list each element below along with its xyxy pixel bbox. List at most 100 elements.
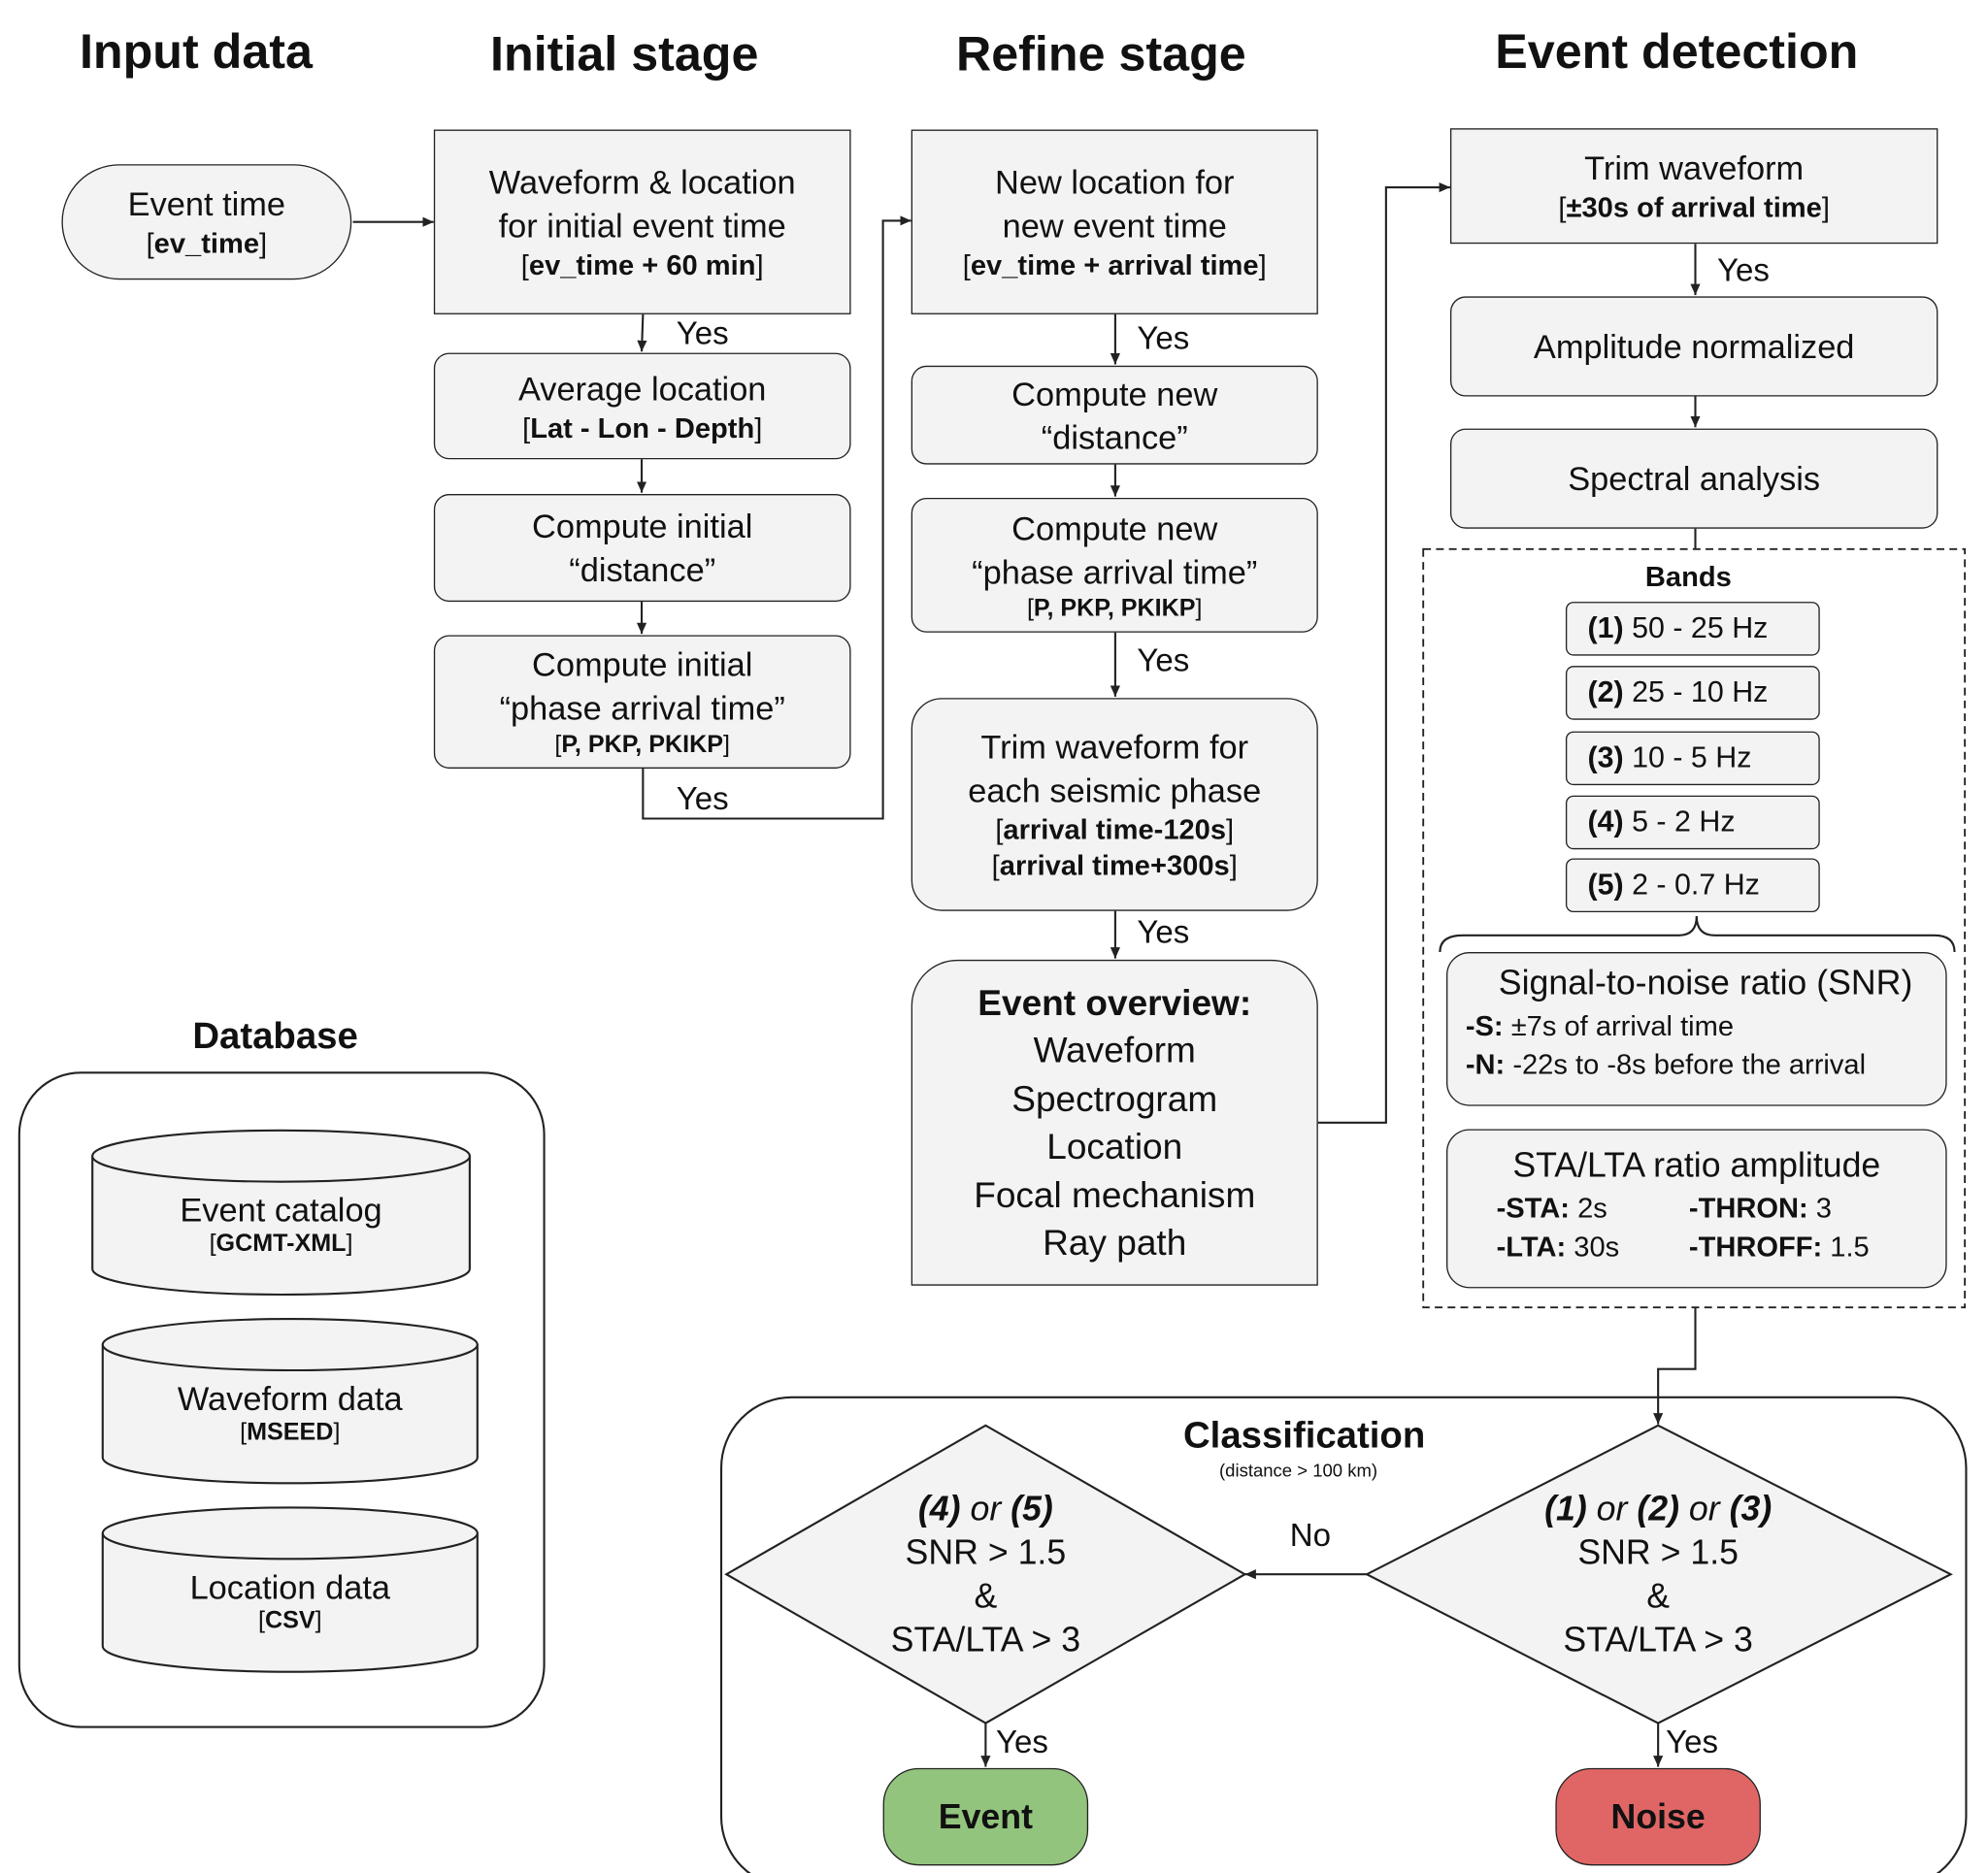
event-overview-item-waveform: Waveform: [1033, 1030, 1196, 1070]
database-item-location-data: Location data [CSV]: [103, 1568, 478, 1637]
right-diamond-text: (1) or (2) or (3) SNR > 1.5 & STA/LTA > …: [1505, 1487, 1812, 1661]
detection-trim-waveform-node: Trim waveform [±30s of arrival time]: [1449, 128, 1938, 245]
yes-label-refine-2: Yes: [1137, 642, 1190, 679]
classification-title: Classification: [1182, 1415, 1426, 1457]
database-item-waveform-data: Waveform data [MSEED]: [103, 1379, 478, 1448]
refine-trim-waveform-node: Trim waveform for each seismic phase [ar…: [911, 698, 1318, 911]
average-location-label: Average location: [517, 369, 767, 408]
band-item-2: (2) 25 - 10 Hz: [1565, 666, 1820, 720]
refine-newloc-line1: New location for: [994, 162, 1235, 202]
snr-title: Signal-to-noise ratio (SNR): [1498, 963, 1913, 1002]
band-item-1: (1) 50 - 25 Hz: [1565, 602, 1820, 656]
amplitude-normalized-label: Amplitude normalized: [1533, 327, 1855, 366]
event-overview-item-location: Location: [1046, 1126, 1183, 1167]
diamond-right: [1364, 1424, 1953, 1725]
refine-trim-code1: [arrival time-120s]: [995, 813, 1235, 846]
cylinder-location-data: [101, 1506, 479, 1673]
yes-label-initial-2: Yes: [676, 781, 729, 818]
initial-phase-line1: Compute initial: [532, 645, 753, 684]
detection-trim-code: [±30s of arrival time]: [1558, 190, 1830, 224]
initial-phase-arrival-node: Compute initial “phase arrival time” [P,…: [433, 635, 851, 769]
event-time-code: [ev_time]: [146, 227, 268, 260]
waveform-data-label: Waveform data: [177, 1379, 403, 1418]
yes-label-refine-3: Yes: [1137, 914, 1190, 951]
refine-distance-node: Compute new “distance”: [911, 365, 1318, 465]
event-overview-item-ray-path: Ray path: [1043, 1222, 1187, 1263]
refine-trim-line1: Trim waveform for: [980, 727, 1249, 767]
left-diamond-sta: STA/LTA > 3: [890, 1620, 1081, 1659]
diamond-left: [724, 1424, 1247, 1725]
left-diamond-snr: SNR > 1.5: [905, 1532, 1067, 1572]
refine-newloc-code: [ev_time + arrival time]: [962, 248, 1267, 281]
lta-param: -LTA: 30s: [1496, 1230, 1620, 1263]
waveform-data-format: [MSEED]: [240, 1419, 341, 1447]
refine-phase-arrival-node: Compute new “phase arrival time” [P, PKP…: [911, 497, 1318, 633]
initial-distance-node: Compute initial “distance”: [433, 494, 851, 603]
snr-node: Signal-to-noise ratio (SNR) -S: ±7s of a…: [1446, 951, 1947, 1106]
amplitude-normalized-node: Amplitude normalized: [1449, 296, 1938, 397]
yes-label-initial-1: Yes: [676, 315, 729, 352]
arrow-waveform-avgloc: [637, 313, 647, 352]
refine-distance-line2: “distance”: [1041, 417, 1188, 457]
sta-lta-node: STA/LTA ratio amplitude -STA: 2s -LTA: 3…: [1446, 1129, 1947, 1289]
initial-waveform-line2: for initial event time: [498, 206, 786, 246]
arrow-detection-classification: [1653, 1307, 1697, 1425]
event-overview-title: Event overview:: [977, 982, 1252, 1023]
cylinder-waveform-data: [101, 1318, 479, 1485]
left-diamond-bands: (4) or (5): [917, 1489, 1053, 1528]
refine-phase-line2: “phase arrival time”: [972, 552, 1258, 591]
right-diamond-sta: STA/LTA > 3: [1563, 1620, 1753, 1659]
event-time-node: Event time [ev_time]: [61, 164, 352, 280]
detection-trim-label: Trim waveform: [1584, 148, 1805, 188]
initial-waveform-location-node: Waveform & location for initial event ti…: [433, 129, 851, 314]
yes-label-noise: Yes: [1666, 1724, 1719, 1760]
event-catalog-format: [GCMT-XML]: [209, 1230, 353, 1258]
header-input-data: Input data: [79, 25, 313, 80]
initial-waveform-code: [ev_time + 60 min]: [520, 248, 764, 281]
event-overview-item-spectrogram: Spectrogram: [1011, 1078, 1218, 1119]
right-diamond-and: &: [1646, 1576, 1671, 1616]
right-diamond-snr: SNR > 1.5: [1577, 1532, 1739, 1572]
location-data-format: [CSV]: [257, 1607, 322, 1635]
refine-phase-line1: Compute new: [1011, 509, 1218, 547]
sta-lta-title: STA/LTA ratio amplitude: [1512, 1145, 1881, 1185]
snr-signal-line: -S: ±7s of arrival time: [1465, 1009, 1735, 1042]
average-location-code: [Lat - Lon - Depth]: [522, 411, 763, 444]
database-item-event-catalog: Event catalog [GCMT-XML]: [92, 1191, 470, 1260]
classification-frame: [719, 1396, 1968, 1873]
header-event-detection: Event detection: [1495, 25, 1859, 80]
right-diamond-bands: (1) or (2) or (3): [1544, 1489, 1773, 1528]
location-data-label: Location data: [189, 1567, 391, 1607]
spectral-analysis-node: Spectral analysis: [1449, 428, 1938, 529]
snr-noise-line: -N: -22s to -8s before the arrival: [1465, 1048, 1867, 1081]
database-frame: [17, 1071, 546, 1728]
database-title: Database: [192, 1016, 358, 1058]
yes-label-event: Yes: [995, 1724, 1048, 1760]
refine-distance-line1: Compute new: [1011, 374, 1218, 413]
throff-param: -THROFF: 1.5: [1688, 1230, 1870, 1263]
band-item-4: (4) 5 - 2 Hz: [1565, 795, 1820, 850]
initial-distance-line1: Compute initial: [532, 507, 753, 545]
initial-waveform-line1: Waveform & location: [488, 162, 796, 202]
left-diamond-and: &: [974, 1576, 998, 1616]
cylinder-event-catalog: [91, 1129, 471, 1297]
event-time-label: Event time: [127, 184, 286, 224]
detection-dashed-frame: [1422, 547, 1967, 1309]
yes-label-detection: Yes: [1716, 252, 1770, 289]
left-diamond-text: (4) or (5) SNR > 1.5 & STA/LTA > 3: [857, 1487, 1113, 1661]
arrow-overview-detection: [1317, 181, 1450, 1124]
event-catalog-label: Event catalog: [180, 1190, 382, 1230]
initial-phase-code: [P, PKP, PKIKP]: [554, 731, 731, 759]
initial-distance-line2: “distance”: [569, 550, 716, 589]
refine-new-location-node: New location for new event time [ev_time…: [911, 129, 1318, 314]
noise-result-node: Noise: [1555, 1767, 1761, 1866]
header-initial-stage: Initial stage: [490, 28, 759, 82]
refine-newloc-line2: new event time: [1002, 206, 1227, 246]
event-overview-node: Event overview: Waveform Spectrogram Loc…: [911, 959, 1318, 1286]
classification-subtitle: (distance > 100 km): [1218, 1460, 1378, 1481]
bands-brace: [1439, 915, 1956, 953]
header-refine-stage: Refine stage: [955, 28, 1246, 82]
spectral-analysis-label: Spectral analysis: [1568, 459, 1821, 498]
